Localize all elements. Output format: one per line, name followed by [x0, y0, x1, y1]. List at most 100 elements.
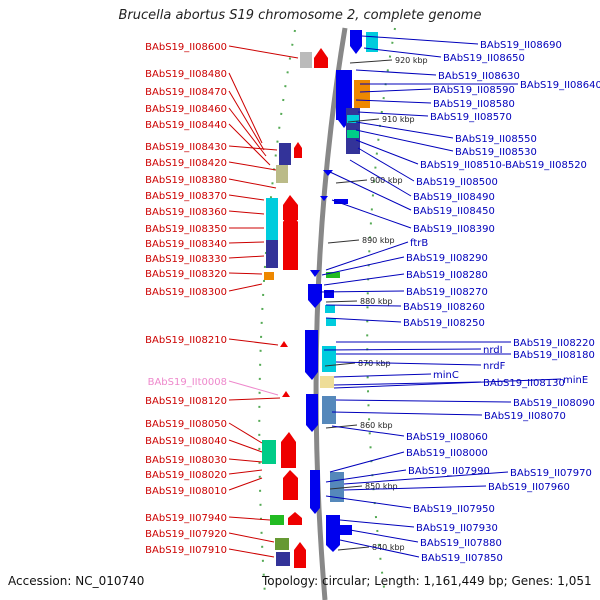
right-gene-label[interactable]: BAbS19_II08250: [403, 318, 485, 329]
left-label-leader: [228, 548, 275, 558]
right-gene-label[interactable]: BAbS19_II08000: [406, 448, 488, 459]
tick-mark: [335, 179, 368, 184]
left-gene-label[interactable]: BAbS19_II07920: [145, 529, 227, 540]
right-gene-label[interactable]: BAbS19_II08070: [484, 411, 566, 422]
right-gene-label[interactable]: BAbS19_II08500: [416, 177, 498, 188]
right-gene-label[interactable]: BAbS19_II08650: [443, 53, 525, 64]
left-gene-label[interactable]: BAbS19_II08030: [145, 455, 227, 466]
right-gene-label[interactable]: BAbS19_II07970: [510, 468, 592, 479]
right-label-leader: [355, 121, 454, 139]
right-gene-label[interactable]: BAbS19_II08640: [520, 80, 600, 91]
tick-label: 840 kbp: [372, 543, 405, 552]
left-gene-label[interactable]: BAbS19_II08040: [145, 436, 227, 447]
right-gene-label[interactable]: BAbS19_II07950: [413, 504, 495, 515]
left-gene-label[interactable]: BAbS19_II08430: [145, 142, 227, 153]
left-label-leader: [228, 107, 267, 157]
left-gene-label[interactable]: BAbS19_II08470: [145, 87, 227, 98]
left-label-leader: [228, 397, 281, 401]
left-label-leader: [228, 516, 271, 521]
left-label-leader: [228, 469, 263, 475]
right-label-leader: [333, 378, 562, 389]
right-label-leader: [335, 399, 512, 403]
left-gene-label[interactable]: BAbS19_II08210: [145, 335, 227, 346]
right-gene-label[interactable]: BAbS19_II08270: [406, 287, 488, 298]
right-gene-label[interactable]: BAbS19_II08260: [403, 302, 485, 313]
right-gene-label[interactable]: BAbS19_II08130: [483, 378, 565, 389]
right-gene-label[interactable]: BAbS19_II08280: [406, 270, 488, 281]
left-gene-label[interactable]: BAbS19_II08300: [145, 287, 227, 298]
right-gene-label[interactable]: BAbS19_II08630: [438, 71, 520, 82]
right-label-leader: [343, 485, 487, 491]
left-gene-label[interactable]: BAbS19_II08340: [145, 239, 227, 250]
right-gene-label[interactable]: BAbS19_II07960: [488, 482, 570, 493]
left-gene-label[interactable]: BAbS19_II08330: [145, 254, 227, 265]
left-label-leader: [228, 72, 263, 144]
right-gene-label[interactable]: BAbS19_II08390: [413, 224, 495, 235]
left-label-leader: [228, 380, 279, 396]
right-label-leader: [333, 381, 482, 386]
right-gene-label[interactable]: BAbS19_II08450: [413, 206, 495, 217]
right-gene-label[interactable]: BAbS19_II07850: [421, 553, 503, 564]
left-gene-label[interactable]: BAbS19_II08440: [145, 120, 227, 131]
right-gene-label[interactable]: minC: [433, 370, 459, 381]
left-gene-label[interactable]: BAbS19_II08480: [145, 69, 227, 80]
right-label-leader: [325, 241, 409, 271]
left-label-leader: [228, 532, 275, 543]
left-gene-label[interactable]: BAbS19_II08420: [145, 158, 227, 169]
accession-text: Accession: NC_010740: [8, 574, 145, 588]
right-gene-label[interactable]: BAbS19_II08060: [406, 432, 488, 443]
left-gene-label[interactable]: BAbS19_II08350: [145, 224, 227, 235]
left-gene-label[interactable]: BAbS19_II07940: [145, 513, 227, 524]
right-label-leader: [331, 199, 412, 229]
right-gene-label[interactable]: BAbS19_II08690: [480, 40, 562, 51]
right-gene-label[interactable]: BAbS19_II08530: [455, 147, 537, 158]
tick-label: 900 kbp: [370, 176, 403, 185]
tick-mark: [347, 118, 380, 123]
left-gene-label[interactable]: BAbS19_II08320: [145, 269, 227, 280]
inner-guide: [258, 29, 296, 596]
right-gene-label[interactable]: BAbS19_II08550: [455, 134, 537, 145]
right-label-leader: [329, 451, 405, 473]
left-gene-label[interactable]: BAbS19_II08380: [145, 175, 227, 186]
left-gene-label[interactable]: BAbS19_II08020: [145, 470, 227, 481]
right-gene-label[interactable]: BAbS19_II08570: [430, 112, 512, 123]
right-label-leader: [361, 35, 479, 45]
right-gene-label[interactable]: BAbS19_II07930: [416, 523, 498, 534]
right-label-leader: [335, 361, 482, 366]
left-label-leader: [228, 283, 263, 292]
right-label-leader: [355, 99, 432, 104]
left-gene-label[interactable]: BAbS19_II08370: [145, 191, 227, 202]
right-labels: BAbS19_II08690BAbS19_II08650BAbS19_II086…: [319, 35, 600, 564]
right-gene-label[interactable]: BAbS19_II08180: [513, 350, 595, 361]
right-gene-label[interactable]: BAbS19_II08290: [406, 253, 488, 264]
right-label-leader: [363, 47, 442, 58]
left-label-leader: [228, 210, 265, 215]
right-gene-label[interactable]: BAbS19_II08580: [433, 99, 515, 110]
right-gene-label[interactable]: nrdF: [483, 361, 506, 372]
right-label-leader: [349, 529, 419, 543]
right-gene-label[interactable]: nrdI: [483, 345, 503, 356]
right-label-leader: [339, 519, 415, 528]
left-gene-label[interactable]: BAbS19_II08120: [145, 396, 227, 407]
right-gene-label[interactable]: BAbS19_II08220: [513, 338, 595, 349]
right-gene-label[interactable]: BAbS19_II08590: [433, 85, 515, 96]
right-gene-label[interactable]: BAbS19_II08510-BAbS19_II08520: [420, 160, 587, 171]
left-gene-label[interactable]: BAbS19_II08460: [145, 104, 227, 115]
left-gene-label[interactable]: BAbS19_II08050: [145, 419, 227, 430]
right-gene-label[interactable]: BAbS19_II07990: [408, 466, 490, 477]
left-gene-label[interactable]: BAbS19_II07910: [145, 545, 227, 556]
right-gene-label[interactable]: BAbS19_II08090: [513, 398, 595, 409]
map-title: Brucella abortus S19 chromosome 2, compl…: [118, 8, 482, 23]
right-gene-label[interactable]: BAbS19_II08490: [413, 192, 495, 203]
right-gene-label[interactable]: BAbS19_II07880: [420, 538, 502, 549]
left-gene-label[interactable]: BAbS19_II08360: [145, 207, 227, 218]
left-gene-label[interactable]: BAbS19_IIt0008: [148, 377, 227, 388]
right-gene-label[interactable]: minE: [563, 375, 588, 386]
right-gene-label[interactable]: ftrB: [410, 238, 428, 249]
left-label-leader: [228, 272, 263, 275]
right-label-leader: [325, 469, 407, 483]
left-gene-label[interactable]: BAbS19_II08010: [145, 486, 227, 497]
tick-mark: [349, 59, 393, 64]
left-gene-label[interactable]: BAbS19_II08600: [145, 42, 227, 53]
